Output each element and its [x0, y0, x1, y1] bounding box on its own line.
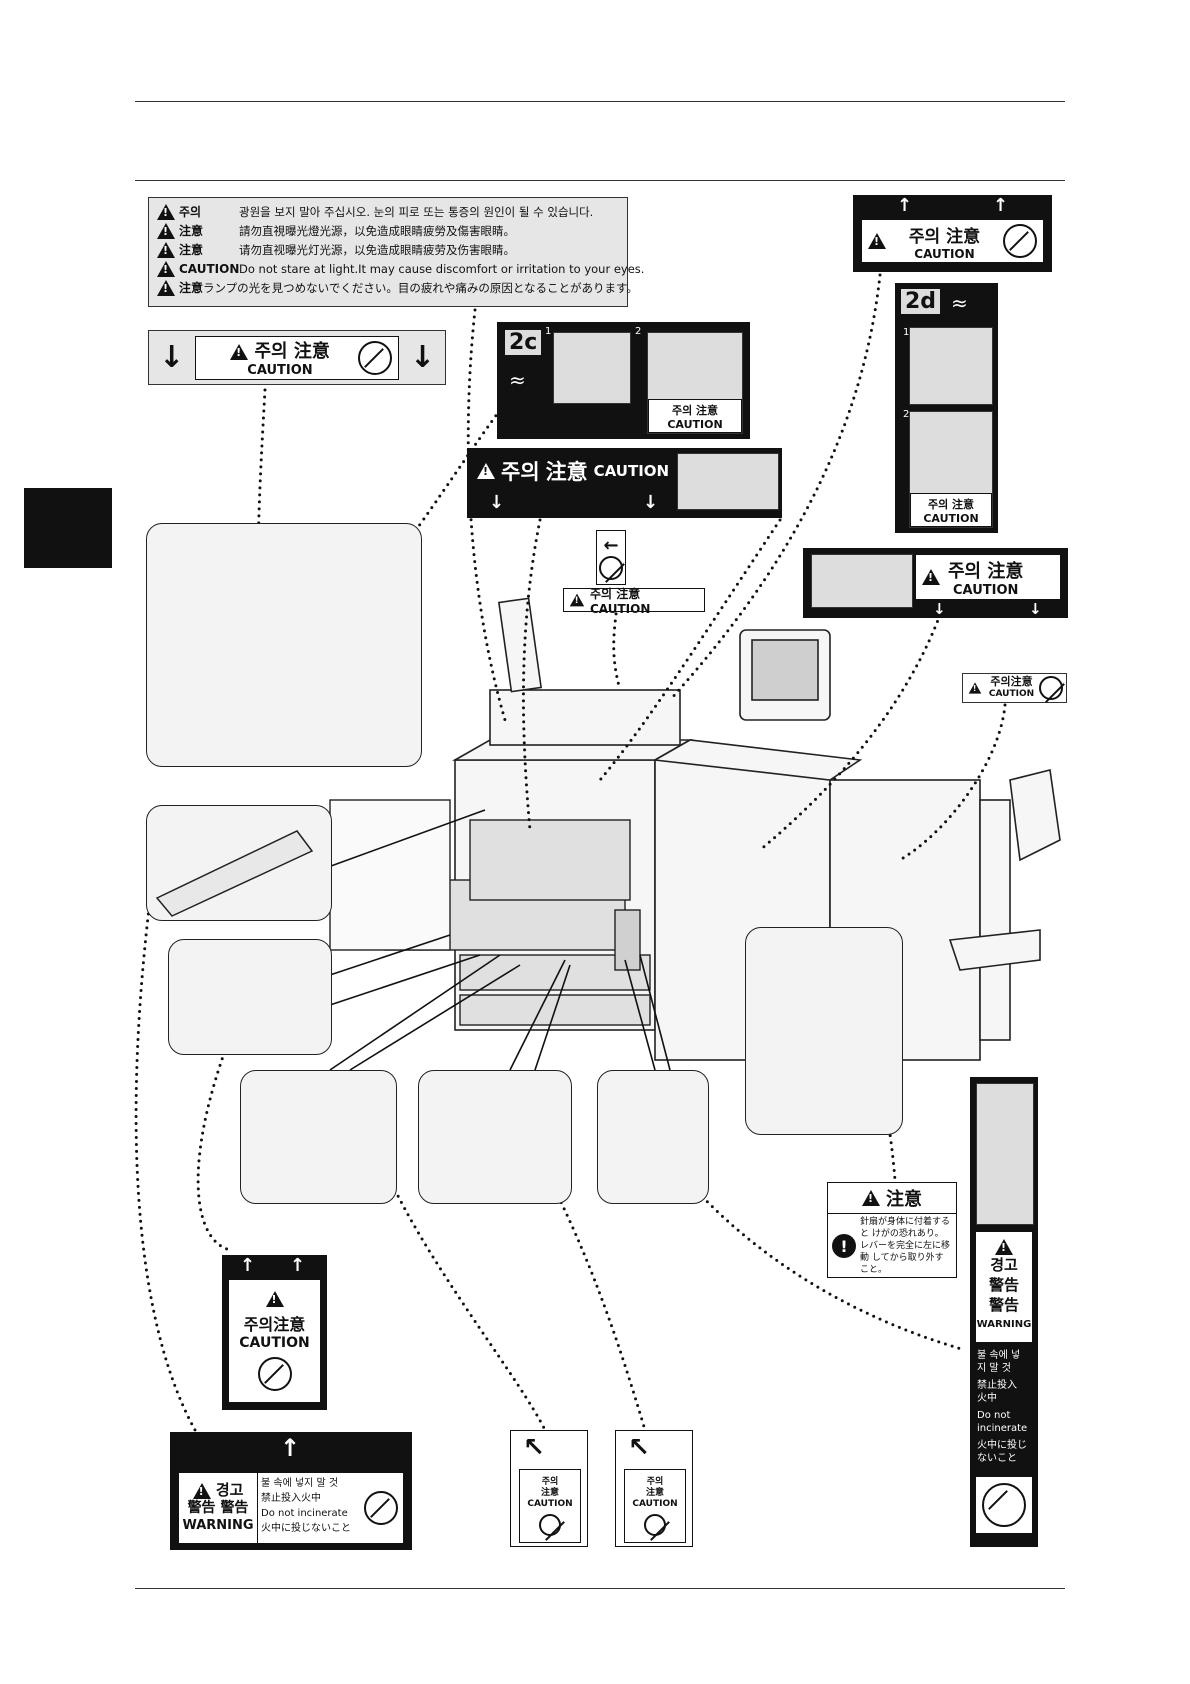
- fuser-caution-label: 주의 注意 CAUTION ↓ ↓: [467, 448, 782, 518]
- header-rule-top: [135, 101, 1065, 102]
- tall-incinerate-warning: 경고 警告 警告 WARNING 불 속에 넣 지 말 것 禁止投入 火中 Do…: [970, 1077, 1038, 1547]
- label-2c-code: 2c: [505, 330, 542, 355]
- no-touch-icon: [1002, 224, 1037, 258]
- incinerate-warning-label: ↑ 경고 警告 警告 WARNING 불 속에 넣지 말 것 禁止投入火中 Do…: [170, 1432, 412, 1550]
- arrow-upleft-icon: ↖: [523, 1433, 545, 1463]
- removal-image: [976, 1083, 1034, 1225]
- warning-triangle-icon: [230, 344, 249, 360]
- heat-wave-icon: ≈: [509, 368, 526, 392]
- warning-triangle-icon: [157, 241, 175, 258]
- vertical-caution-label: ↑ ↑ 주의注意 CAUTION: [222, 1255, 327, 1410]
- warning-triangle-icon: [265, 1291, 284, 1307]
- inset-drum-unit: [168, 939, 332, 1055]
- caution-box: 주의 注意 CAUTION: [195, 335, 399, 380]
- heat-wave-icon: ≈: [951, 291, 968, 315]
- pinch-hazard-icon: [644, 1513, 666, 1536]
- inset-finisher: [745, 927, 903, 1135]
- arrow-up-icon: ↑: [280, 1434, 301, 1462]
- hot-surface-icon: [1039, 676, 1063, 700]
- warning-triangle-icon: [192, 1482, 211, 1499]
- warning-triangle-icon: [157, 203, 175, 220]
- warning-triangle-icon: [868, 233, 886, 249]
- warning-triangle-icon: [922, 569, 940, 585]
- inset-document-feeder: [146, 523, 422, 767]
- arrow-down-icon: ↓: [409, 340, 435, 375]
- warning-triangle-icon: [157, 260, 175, 277]
- warning-triangle-icon: [995, 1239, 1013, 1255]
- mini-caution-b: ↖ 주의 注意 CAUTION: [615, 1430, 693, 1547]
- arrow-down-icon: ↓: [489, 492, 505, 513]
- label-2c-step2-image: 주의 注意 CAUTION: [647, 332, 743, 434]
- label-2d-step1-image: [909, 327, 993, 405]
- pinch-hazard-icon: [539, 1513, 561, 1536]
- arrow-down-icon: ↓: [643, 492, 659, 513]
- inset-tray-middle: [418, 1070, 572, 1204]
- label-2d: 2d ≈ 1 2 주의 注意 CAUTION: [895, 283, 998, 533]
- arrow-up-icon: ↑: [240, 1255, 256, 1276]
- warning-triangle-icon: [862, 1190, 880, 1206]
- hot-surface-icon: [257, 1357, 292, 1391]
- small-arrow-caution: ←: [596, 530, 626, 585]
- arrow-up-icon: ↑: [290, 1255, 306, 1276]
- warning-triangle-icon: [157, 279, 175, 296]
- top-right-caution: ↑ ↑ 주의 注意 CAUTION: [853, 195, 1052, 272]
- tiny-caution-label: 주의注意 CAUTION: [962, 673, 1067, 703]
- hot-surface-icon: [599, 556, 623, 580]
- right-fuser-caution: 주의 注意 CAUTION ↓ ↓: [803, 548, 1068, 618]
- inset-toner-cartridge: [146, 805, 332, 921]
- arrow-down-icon: ↓: [933, 600, 946, 618]
- inset-tray-left: [240, 1070, 397, 1204]
- no-fire-icon: [982, 1483, 1026, 1527]
- pinch-hazard-icon: [358, 340, 392, 375]
- label-2c-step1-image: [553, 332, 631, 404]
- warning-triangle-icon: [569, 593, 585, 607]
- pinch-caution-label: ↓ 주의 注意 CAUTION ↓: [148, 330, 446, 385]
- mandatory-icon: !: [832, 1234, 856, 1258]
- jp-staple-notice: 注意 ! 針扇が身体に付着すると けがの恐れあり。 レバーを完全に左に移動 して…: [827, 1182, 957, 1278]
- mini-caution-a: ↖ 주의 注意 CAUTION: [510, 1430, 588, 1547]
- label-2c: 2c ≈ 1 2 주의 注意 CAUTION: [497, 322, 750, 439]
- header-rule-second: [135, 180, 1065, 181]
- warning-triangle-icon: [157, 222, 175, 239]
- small-caution-strip: 주의 注意 CAUTION: [563, 587, 705, 616]
- arrow-up-icon: ↑: [897, 195, 913, 216]
- arrow-down-icon: ↓: [1029, 600, 1042, 618]
- arrow-down-icon: ↓: [159, 340, 185, 375]
- arrow-upleft-icon: ↖: [628, 1433, 650, 1463]
- fuser-image: [677, 453, 779, 510]
- warning-triangle-icon: [968, 682, 982, 694]
- label-2d-step2-image: 주의 注意 CAUTION: [909, 411, 993, 528]
- footer-rule: [135, 1588, 1065, 1589]
- arrow-up-icon: ↑: [993, 195, 1009, 216]
- no-fire-icon: [364, 1491, 398, 1525]
- fuser-image: [811, 554, 913, 608]
- warning-triangle-icon: [477, 463, 495, 479]
- chapter-tab: [24, 488, 112, 568]
- inset-waste-toner: [597, 1070, 709, 1204]
- arrow-left-icon: ←: [603, 535, 619, 556]
